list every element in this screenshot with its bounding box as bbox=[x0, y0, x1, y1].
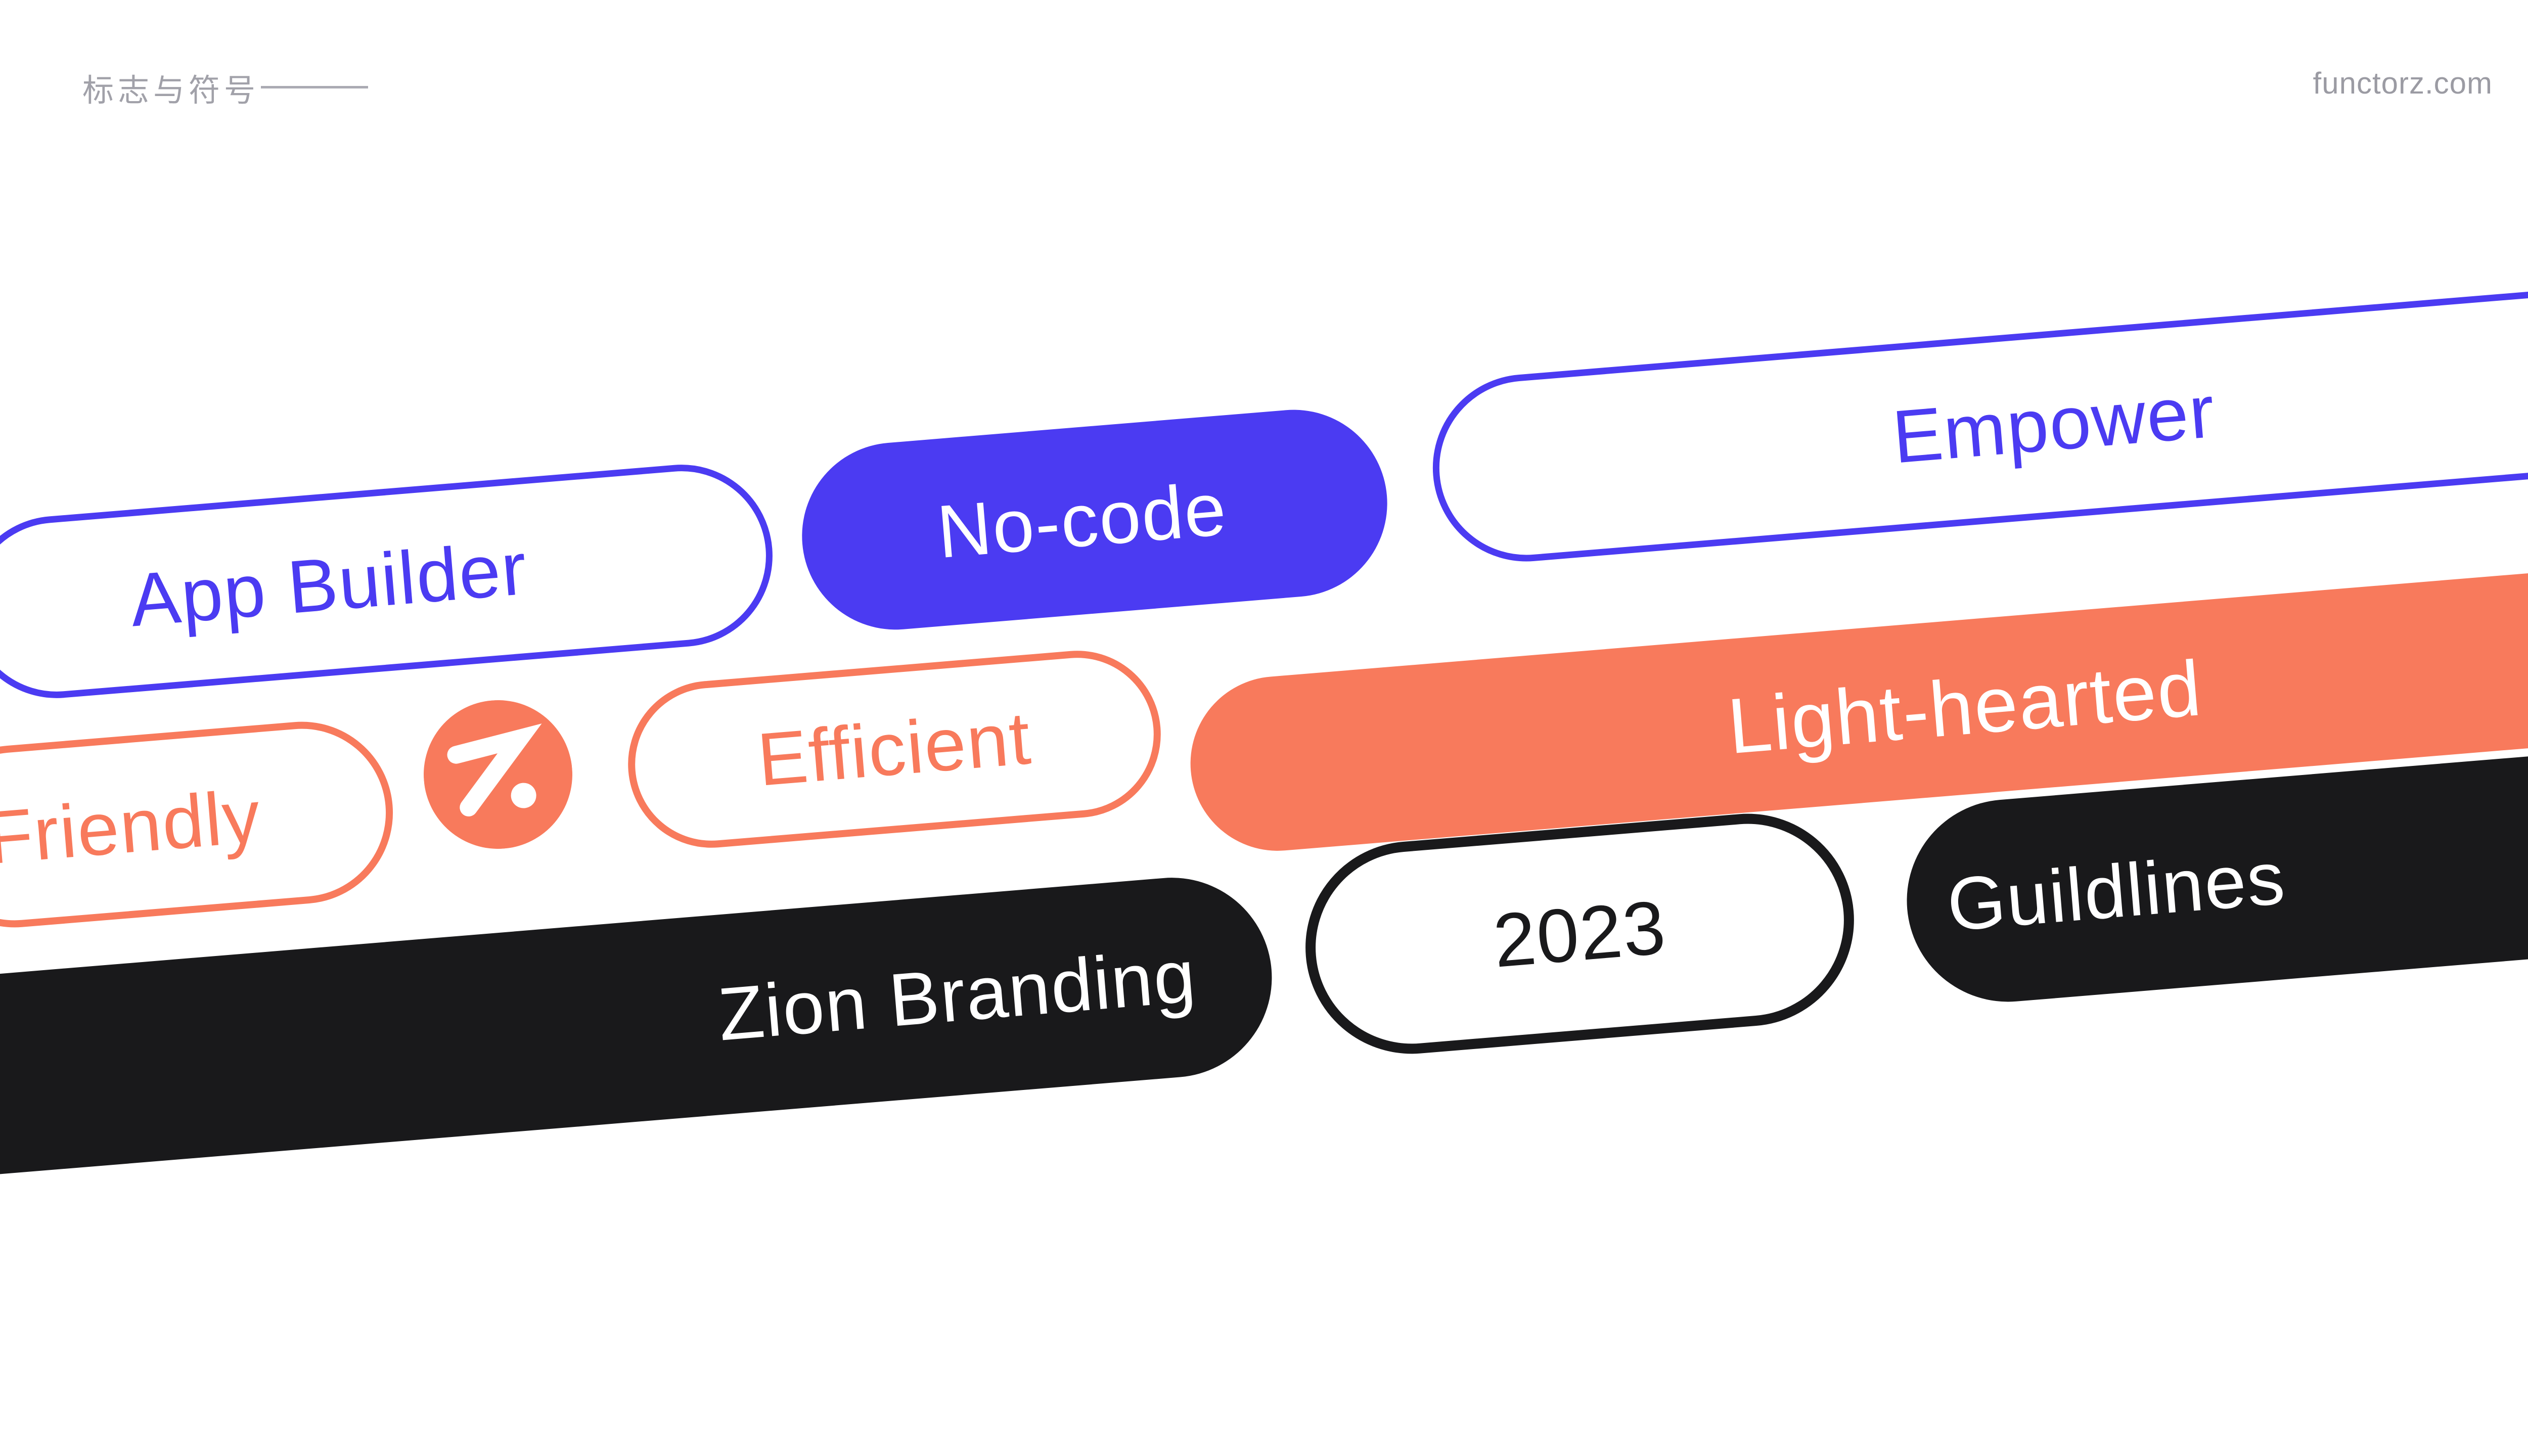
badge-app-builder: App Builder bbox=[0, 458, 780, 705]
section-label: 标志与符号 bbox=[82, 73, 260, 108]
badge-year-2023: 2023 bbox=[1297, 805, 1863, 1062]
zion-logo-icon bbox=[424, 700, 572, 849]
badge-efficient: Efficient bbox=[621, 644, 1167, 854]
badge-efficient-label: Efficient bbox=[754, 696, 1034, 802]
header-dash-line bbox=[261, 86, 368, 88]
badge-friendly-label: Friendly bbox=[0, 774, 264, 880]
badge-no-code-label: No-code bbox=[934, 467, 1230, 574]
badge-empower: Empower bbox=[1425, 270, 2528, 569]
badge-year-2023-label: 2023 bbox=[1490, 884, 1669, 983]
site-url: functorz.com bbox=[2313, 66, 2493, 100]
badge-no-code: No-code bbox=[794, 402, 1395, 637]
zion-logo bbox=[418, 694, 578, 854]
badge-zion-branding: Zion Branding bbox=[0, 870, 1280, 1198]
badge-app-builder-label: App Builder bbox=[127, 526, 531, 643]
badge-light-hearted-label: Light-hearted bbox=[1724, 644, 2205, 770]
badge-friendly: Friendly bbox=[0, 714, 400, 935]
badge-guildlines-label: Guildlines bbox=[1944, 836, 2289, 947]
badge-empower-label: Empower bbox=[1889, 369, 2219, 479]
badge-zion-branding-label: Zion Branding bbox=[715, 934, 1200, 1057]
